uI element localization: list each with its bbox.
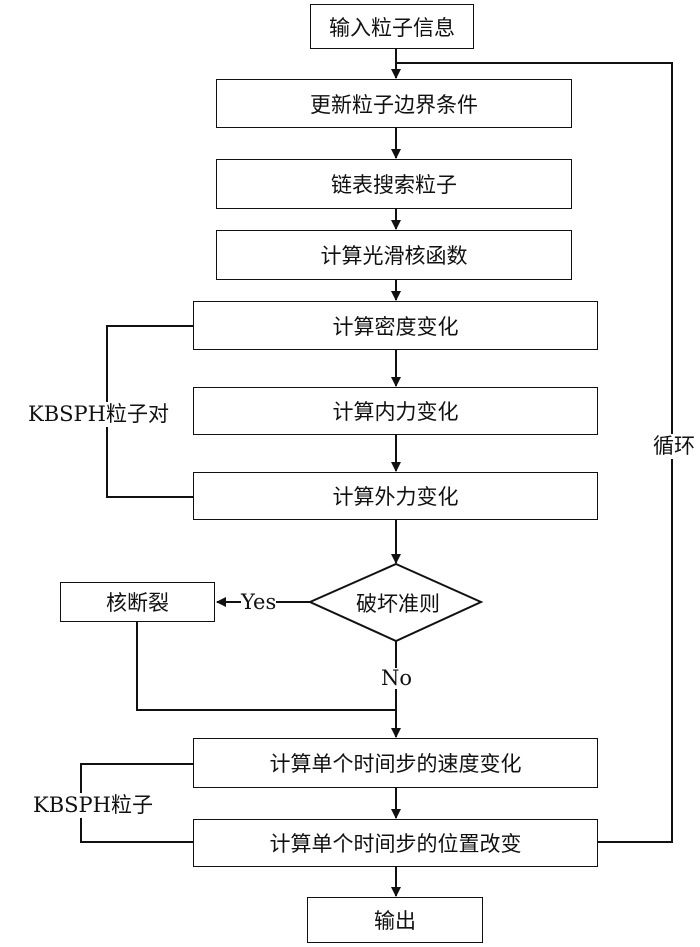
step-velocity-change: 计算单个时间步的速度变化 <box>193 738 598 788</box>
step-linked-list-search: 链表搜索粒子 <box>216 159 572 209</box>
step-density-change: 计算密度变化 <box>193 301 598 350</box>
step-update-boundary: 更新粒子边界条件 <box>216 79 572 128</box>
label-kbsph-pair: KBSPH粒子对 <box>26 402 171 427</box>
step-internal-force: 计算内力变化 <box>193 387 598 435</box>
failure-criterion-label: 破坏准则 <box>356 592 440 616</box>
step-output: 输出 <box>307 897 483 943</box>
step-input: 输入粒子信息 <box>310 4 474 49</box>
label-loop: 循环 <box>652 434 696 459</box>
step-external-force: 计算外力变化 <box>193 472 598 520</box>
step-bond-break: 核断裂 <box>60 582 215 622</box>
label-kbsph-particle: KBSPH粒子 <box>31 793 155 818</box>
decision-diamond <box>307 562 484 643</box>
line-break-return <box>136 622 396 711</box>
step-smoothing-kernel: 计算光滑核函数 <box>216 230 572 280</box>
label-yes: Yes <box>241 590 277 614</box>
label-no: No <box>379 666 415 690</box>
step-position-change: 计算单个时间步的位置改变 <box>193 819 598 867</box>
